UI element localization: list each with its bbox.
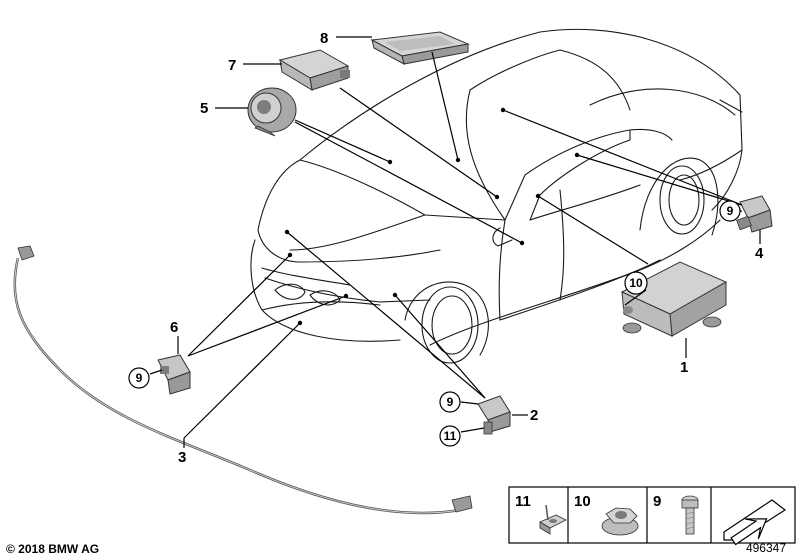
- legend-label-10: 10: [574, 493, 591, 510]
- label-6: 6: [170, 319, 178, 336]
- flange-nut-icon: [601, 507, 639, 536]
- label-7: 7: [228, 57, 236, 74]
- clip-nut-icon: [539, 504, 567, 535]
- label-5: 5: [200, 100, 208, 117]
- legend-label-9: 9: [653, 493, 661, 510]
- svg-text:9: 9: [136, 371, 143, 385]
- pressure-sensor-5: [247, 87, 297, 137]
- arrow-symbol-icon: [723, 499, 787, 546]
- reference-number: 496347: [745, 541, 786, 555]
- front-sensor-2: [477, 395, 511, 435]
- car-outline: [250, 28, 743, 364]
- circled-label-9-front-left: 9: [128, 367, 150, 389]
- circled-label-11-front-right: 11: [439, 425, 461, 447]
- leader-lines: [149, 36, 761, 448]
- copyright-text: © 2018 BMW AG: [6, 542, 100, 556]
- svg-text:11: 11: [444, 429, 457, 443]
- bolt-icon: [681, 495, 699, 535]
- circled-label-9-rear: 9: [719, 200, 741, 222]
- svg-text:9: 9: [727, 204, 734, 218]
- roof-control-module: [370, 31, 470, 65]
- label-4: 4: [755, 245, 764, 262]
- front-sensor-6: [157, 354, 191, 395]
- side-sensor-4: [736, 195, 773, 233]
- airbag-control-unit-1: [620, 261, 728, 337]
- circled-label-9-front-right: 9: [439, 391, 461, 413]
- hardware-legend: 11 10 9: [508, 486, 796, 546]
- control-unit-7: [278, 49, 350, 91]
- wiring-harness-3: [13, 245, 473, 515]
- label-2: 2: [530, 407, 538, 424]
- circled-label-10-control-unit: 10: [624, 271, 648, 295]
- svg-text:10: 10: [629, 276, 643, 290]
- label-3: 3: [178, 449, 186, 466]
- legend-label-11: 11: [515, 493, 531, 510]
- svg-text:9: 9: [447, 395, 454, 409]
- label-8: 8: [320, 30, 328, 47]
- leader-dots: [284, 107, 580, 326]
- label-1: 1: [680, 359, 688, 376]
